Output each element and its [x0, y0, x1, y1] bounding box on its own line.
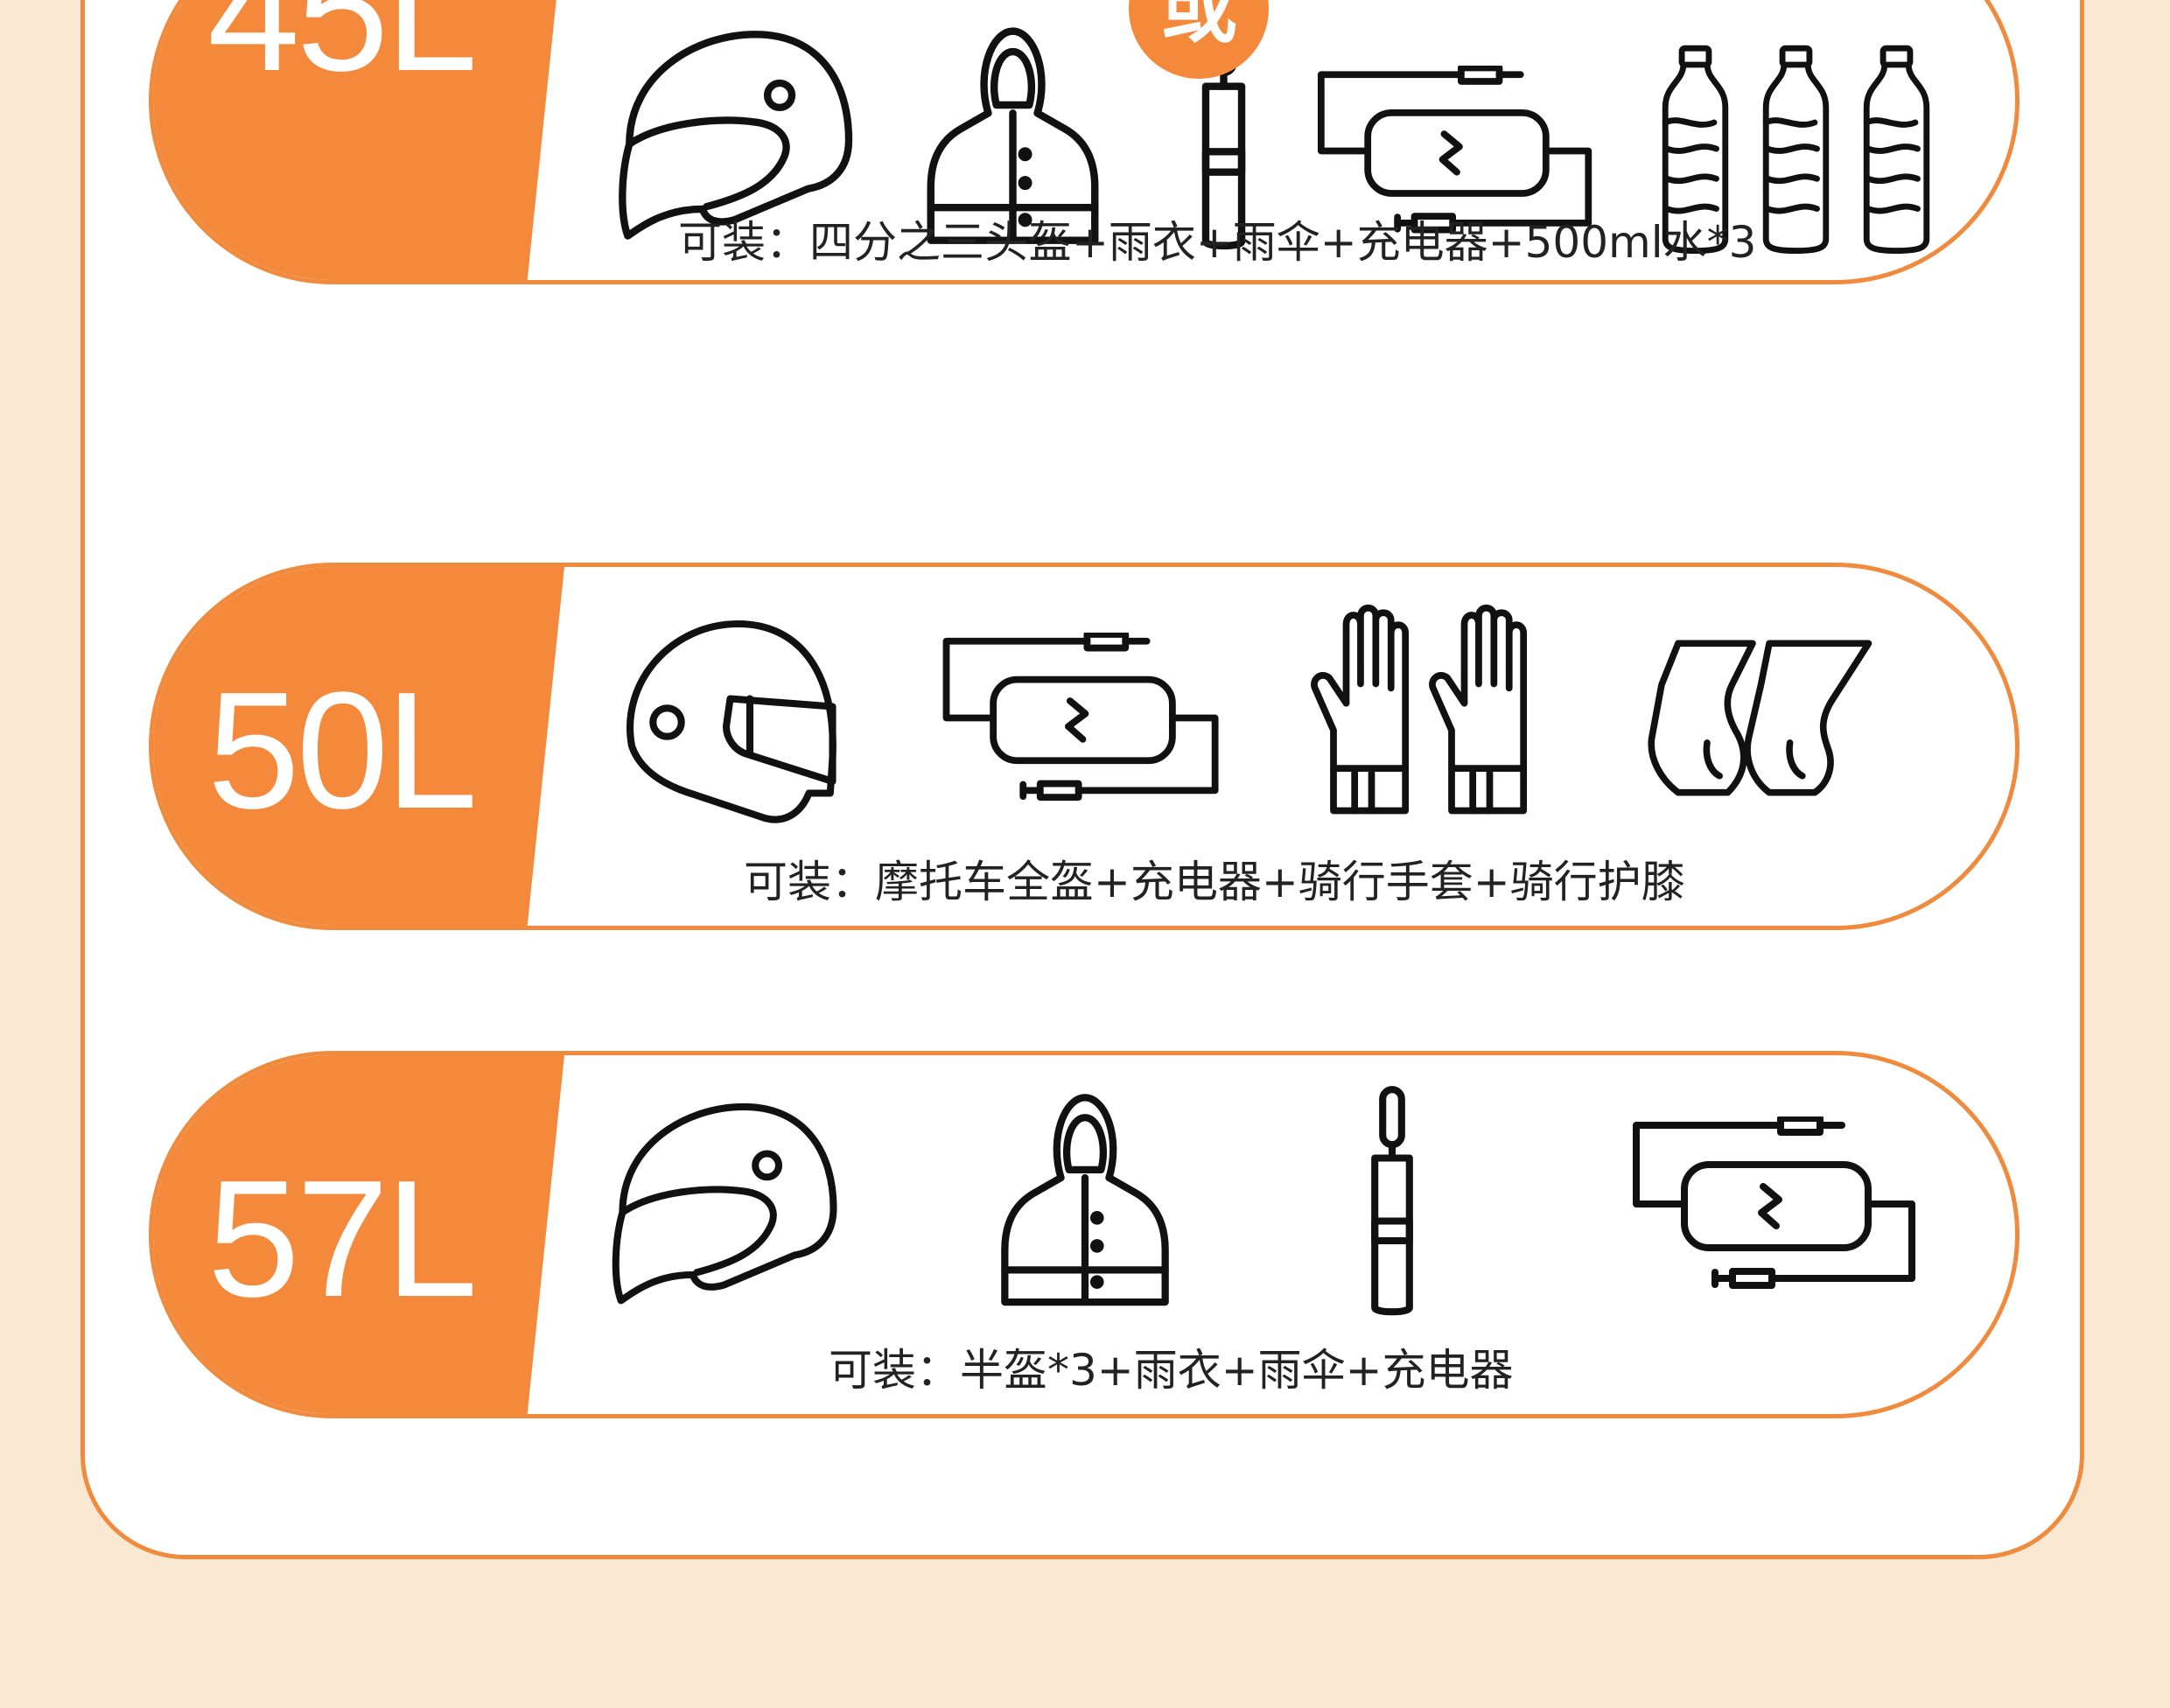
charger-icon: [1317, 66, 1597, 236]
riding-glove-icon: [1426, 602, 1553, 816]
capacity-row-57l: 57L 可装：半盔*3+雨衣+雨伞+充电器: [149, 1051, 2020, 1418]
riding-glove-icon: [1308, 602, 1435, 816]
knee-pad-icon: [1645, 633, 1877, 803]
capacity-band: [153, 1055, 564, 1414]
helmet-open-face-icon: [599, 1099, 849, 1318]
water-bottle-icon: [1754, 44, 1838, 254]
charger-icon: [1632, 1116, 1921, 1292]
capacity-row-50l: 50L 可装：摩托车全盔+充电器+骑行手套+骑行护膝: [149, 563, 2020, 930]
umbrella-icon: [1361, 1074, 1424, 1328]
volume-label: 45L: [207, 0, 478, 106]
raincoat-icon: [989, 1086, 1181, 1318]
volume-label: 50L: [207, 658, 478, 844]
water-bottle-icon: [1855, 44, 1938, 254]
row-description: 可装：半盔*3+雨衣+雨伞+充电器: [829, 1345, 1514, 1396]
row-description: 可装：摩托车全盔+充电器+骑行手套+骑行护膝: [744, 857, 1685, 907]
volume-label: 57L: [207, 1146, 478, 1332]
capacity-band: [153, 567, 564, 926]
capacity-band: [153, 0, 564, 280]
row-description: 可装：四分之三头盔+雨衣+雨伞+充电器+500ml水*3: [678, 217, 1757, 268]
helmet-full-face-icon: [608, 606, 844, 838]
charger-icon: [941, 633, 1225, 803]
capacity-row-45l: 45L 可装：四分之三头盔+雨衣+雨伞+充电器+500ml水*3: [149, 0, 2020, 284]
